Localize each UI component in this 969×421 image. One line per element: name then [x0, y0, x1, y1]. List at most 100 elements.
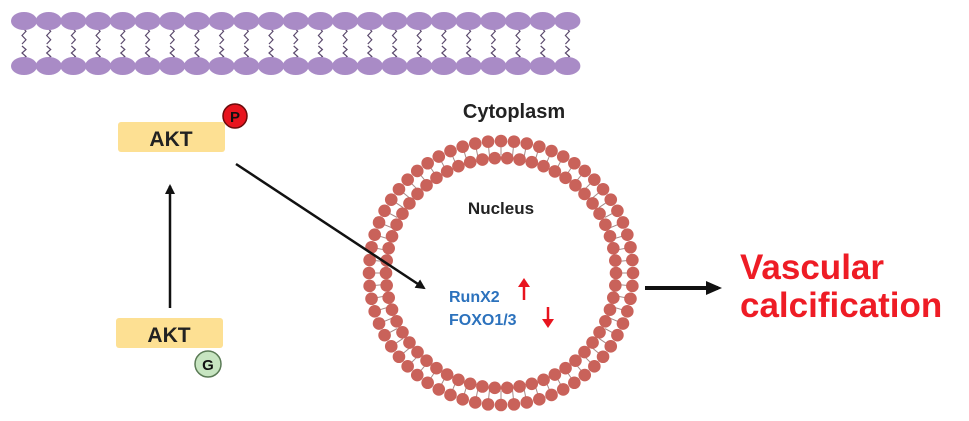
cell-membrane: [11, 12, 581, 75]
nuclear-lipid-head: [488, 381, 502, 395]
lipid-head: [134, 57, 161, 75]
nuclear-lipid-head: [481, 398, 495, 411]
lipid-head: [430, 57, 457, 75]
lipid-head: [406, 57, 433, 75]
nuclear-lipid-head: [626, 253, 639, 267]
down-arrow-icon: [542, 307, 554, 328]
nuclear-lipid-head: [609, 279, 622, 292]
nuclear-lipid-head: [621, 228, 634, 241]
nuclear-lipid-head: [494, 398, 508, 412]
nuclear-lipid-head: [481, 135, 495, 148]
nuclear-lipid-head: [452, 373, 465, 387]
lipid-head: [529, 57, 556, 75]
nuclear-lipid-head: [596, 182, 610, 196]
nuclear-lipid-head: [596, 350, 610, 364]
nuclear-lipid-head: [379, 266, 393, 280]
nuclear-lipid-head: [588, 173, 601, 186]
nuclear-lipid-head: [568, 376, 581, 390]
nuclear-lipid-head: [362, 266, 376, 280]
nuclear-lipid-head: [463, 377, 477, 391]
lipid-head: [554, 12, 581, 30]
nuclear-lipid-head: [586, 197, 599, 210]
nuclear-lipid-head: [578, 187, 591, 201]
nuclear-lipid-head: [456, 140, 469, 153]
nuclear-lipid-head: [363, 253, 376, 267]
nuclear-lipid-head: [382, 291, 395, 305]
nuclear-lipid-head: [390, 314, 403, 328]
nuclear-lipid-head: [444, 388, 457, 402]
phospho-badge-label: P: [230, 109, 240, 126]
nuclear-lipid-head: [507, 398, 521, 411]
nuclear-lipid-head: [599, 218, 612, 232]
nuclear-lipid-head: [440, 368, 454, 381]
nuclear-lipid-head: [365, 292, 378, 306]
nuclear-lipid-head: [463, 155, 477, 169]
nuclear-lipid-head: [616, 317, 630, 330]
nuclear-lipid-head: [520, 137, 534, 150]
cytoplasm-label: Cytoplasm: [463, 101, 565, 123]
phospho-badge-icon: [222, 103, 248, 129]
nuclear-lipid-head: [403, 336, 416, 349]
lipid-head: [406, 12, 433, 30]
lipid-head: [233, 57, 260, 75]
nuclear-lipid-head: [586, 336, 599, 349]
nuclear-lipid-head: [456, 393, 469, 406]
lipid-head: [480, 12, 507, 30]
lipid-head: [159, 12, 186, 30]
nuclear-lipid-head: [559, 171, 572, 185]
nuclear-lipid-head: [500, 381, 514, 395]
outcome-line2: calcification: [740, 286, 942, 325]
nucleus-label: Nucleus: [468, 199, 534, 218]
nuclear-lipid-head: [380, 254, 393, 267]
nuclear-lipid-head: [624, 240, 637, 254]
nuclear-lipid-head: [432, 383, 446, 396]
nuclear-lipid-head: [421, 156, 434, 170]
nuclear-lipid-head: [372, 317, 386, 330]
lipid-head: [109, 57, 136, 75]
nuclear-lipid-head: [513, 153, 526, 166]
nuclear-lipid-head: [611, 204, 624, 218]
lipid-head: [381, 12, 408, 30]
up-arrow-icon: [518, 278, 530, 300]
nuclear-lipid-head: [432, 150, 446, 163]
lipid-head: [258, 57, 284, 75]
lipid-head: [85, 12, 112, 30]
lipid-head: [554, 57, 581, 75]
nuclear-lipid-head: [588, 360, 601, 373]
nuclear-lipid-head: [488, 151, 502, 165]
lipid-head: [208, 12, 235, 30]
nuclear-lipid-head: [392, 182, 406, 196]
nuclear-lipid-head: [537, 159, 550, 173]
nuclear-lipid-head: [626, 279, 639, 293]
lipid-head: [233, 12, 260, 30]
gene-foxo13-label: FOXO1/3: [449, 312, 517, 329]
akt-bottom-box: [116, 318, 223, 348]
nuclear-lipid-head: [569, 179, 582, 192]
lipid-head: [35, 57, 62, 75]
nuclear-lipid-head: [430, 171, 443, 185]
nuclear-lipid-head: [440, 165, 454, 178]
nuclear-lipid-head: [476, 153, 489, 166]
nuclear-lipid-head: [411, 187, 424, 201]
nuclear-lipid-head: [401, 173, 414, 186]
nuclear-lipid-head: [421, 376, 434, 390]
nuclear-lipid-head: [513, 380, 526, 393]
nuclear-lipid-head: [430, 361, 443, 375]
nuclear-lipid-head: [545, 388, 558, 402]
lipid-head: [356, 57, 383, 75]
translocation-arrow: [235, 162, 426, 290]
lipid-head: [381, 57, 408, 75]
lipid-head: [307, 57, 334, 75]
lipid-head: [282, 12, 309, 30]
nuclear-lipid-head: [410, 164, 424, 178]
nuclear-lipid-head: [392, 350, 406, 364]
nuclear-lipid-head: [616, 216, 630, 229]
nuclear-lipid-head: [420, 354, 433, 367]
lipid-head: [183, 57, 210, 75]
akt-top-box: [118, 122, 225, 152]
nuclear-lipid-head: [603, 229, 617, 243]
lipid-head: [529, 12, 556, 30]
lipid-head: [35, 12, 62, 30]
nuclear-lipid-head: [624, 292, 637, 306]
lipid-head: [183, 12, 210, 30]
